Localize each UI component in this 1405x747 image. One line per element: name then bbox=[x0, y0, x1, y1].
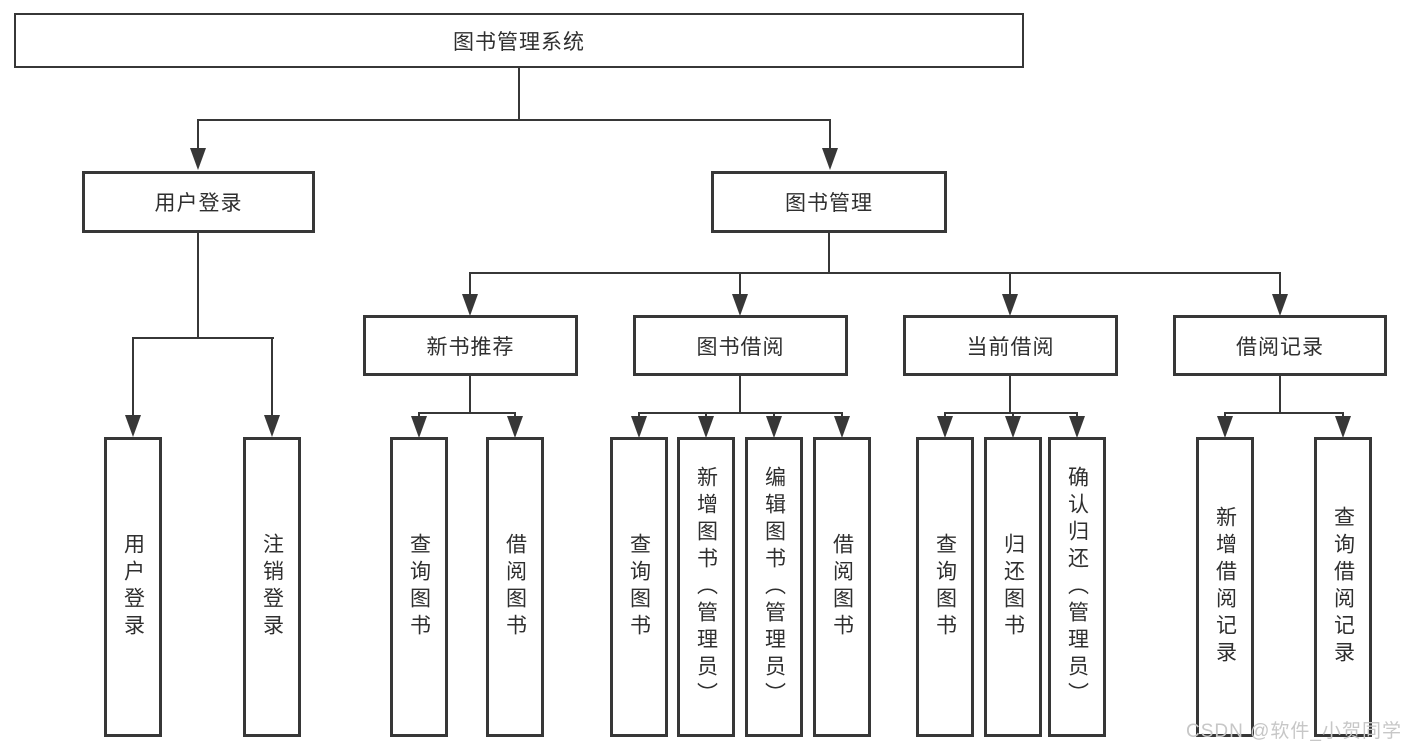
node-new-book-recommend-label: 新书推荐 bbox=[426, 335, 515, 359]
arrow-down-icon bbox=[125, 415, 141, 437]
arrow-down-icon bbox=[462, 294, 478, 316]
arrow-down-icon bbox=[937, 416, 953, 438]
leaf-query-books-recommend-label: 查询图书 bbox=[407, 533, 431, 641]
connector-line bbox=[1279, 272, 1281, 296]
connector-line bbox=[1279, 376, 1281, 412]
arrow-down-icon bbox=[822, 148, 838, 170]
connector-line bbox=[739, 272, 741, 296]
arrow-down-icon bbox=[1069, 416, 1085, 438]
leaf-return-books-label: 归还图书 bbox=[1001, 533, 1025, 641]
leaf-query-books-current-label: 查询图书 bbox=[933, 533, 957, 641]
node-book-borrowing: 图书借阅 bbox=[633, 315, 848, 376]
connector-line bbox=[841, 412, 843, 418]
leaf-logout: 注销登录 bbox=[243, 437, 301, 737]
connector-line bbox=[1009, 376, 1011, 412]
leaf-add-books-admin-label: 新增图书（管理员） bbox=[694, 465, 718, 709]
arrow-down-icon bbox=[834, 416, 850, 438]
arrow-down-icon bbox=[1002, 294, 1018, 316]
connector-line bbox=[638, 412, 843, 414]
leaf-confirm-return-admin: 确认归还（管理员） bbox=[1048, 437, 1106, 737]
connector-line bbox=[469, 272, 471, 296]
connector-line bbox=[773, 412, 775, 418]
node-current-borrowing-label: 当前借阅 bbox=[966, 335, 1055, 359]
connector-line bbox=[1012, 412, 1014, 418]
connector-line bbox=[1224, 412, 1344, 414]
arrow-down-icon bbox=[1005, 416, 1021, 438]
connector-line bbox=[469, 272, 1281, 274]
arrow-down-icon bbox=[1272, 294, 1288, 316]
connector-line bbox=[132, 337, 134, 417]
connector-line bbox=[197, 119, 831, 121]
connector-line bbox=[739, 376, 741, 412]
connector-line bbox=[705, 412, 707, 418]
arrow-down-icon bbox=[698, 416, 714, 438]
node-book-management-label: 图书管理 bbox=[785, 192, 873, 215]
node-borrowing-records-label: 借阅记录 bbox=[1236, 335, 1324, 359]
node-borrowing-records: 借阅记录 bbox=[1173, 315, 1387, 376]
leaf-edit-books-admin: 编辑图书（管理员） bbox=[745, 437, 803, 737]
leaf-add-borrow-record: 新增借阅记录 bbox=[1196, 437, 1254, 737]
connector-line bbox=[638, 412, 640, 418]
leaf-add-books-admin: 新增图书（管理员） bbox=[677, 437, 735, 737]
arrow-down-icon bbox=[766, 416, 782, 438]
connector-line bbox=[1009, 272, 1011, 296]
leaf-borrow-books-label: 借阅图书 bbox=[830, 533, 854, 641]
leaf-user-login-label: 用户登录 bbox=[121, 533, 145, 641]
connector-line bbox=[1224, 412, 1226, 418]
leaf-logout-label: 注销登录 bbox=[260, 533, 284, 641]
arrow-down-icon bbox=[732, 294, 748, 316]
leaf-query-borrow-record-label: 查询借阅记录 bbox=[1331, 506, 1355, 668]
csdn-watermark: CSDN @软件_小贺同学 bbox=[1186, 721, 1402, 742]
node-user-login-label: 用户登录 bbox=[154, 192, 243, 215]
node-book-borrowing-label: 图书借阅 bbox=[696, 335, 785, 359]
connector-line bbox=[944, 412, 1078, 414]
node-new-book-recommend: 新书推荐 bbox=[363, 315, 578, 376]
arrow-down-icon bbox=[190, 148, 206, 170]
node-library-system: 图书管理系统 bbox=[14, 13, 1024, 68]
connector-line bbox=[1076, 412, 1078, 418]
leaf-query-books-recommend: 查询图书 bbox=[390, 437, 448, 737]
connector-line bbox=[828, 233, 830, 272]
leaf-user-login: 用户登录 bbox=[104, 437, 162, 737]
connector-line bbox=[1342, 412, 1344, 418]
connector-line bbox=[518, 68, 520, 119]
connector-line bbox=[829, 119, 831, 150]
leaf-borrow-books-recommend-label: 借阅图书 bbox=[503, 533, 527, 641]
node-book-management: 图书管理 bbox=[711, 171, 947, 233]
connector-line bbox=[944, 412, 946, 418]
node-current-borrowing: 当前借阅 bbox=[903, 315, 1118, 376]
connector-line bbox=[418, 412, 516, 414]
arrow-down-icon bbox=[631, 416, 647, 438]
leaf-borrow-books-recommend: 借阅图书 bbox=[486, 437, 544, 737]
connector-line bbox=[514, 412, 516, 418]
leaf-return-books: 归还图书 bbox=[984, 437, 1042, 737]
leaf-query-books-borrowing-label: 查询图书 bbox=[627, 533, 651, 641]
leaf-query-books-borrowing: 查询图书 bbox=[610, 437, 668, 737]
leaf-confirm-return-admin-label: 确认归还（管理员） bbox=[1065, 465, 1089, 709]
connector-line bbox=[197, 233, 199, 337]
leaf-query-borrow-record: 查询借阅记录 bbox=[1314, 437, 1372, 737]
arrow-down-icon bbox=[264, 415, 280, 437]
arrow-down-icon bbox=[1335, 416, 1351, 438]
leaf-edit-books-admin-label: 编辑图书（管理员） bbox=[762, 465, 786, 709]
leaf-borrow-books: 借阅图书 bbox=[813, 437, 871, 737]
connector-line bbox=[271, 337, 273, 417]
connector-line bbox=[197, 119, 199, 150]
leaf-add-borrow-record-label: 新增借阅记录 bbox=[1213, 506, 1237, 668]
arrow-down-icon bbox=[411, 416, 427, 438]
connector-line bbox=[469, 376, 471, 412]
node-user-login: 用户登录 bbox=[82, 171, 315, 233]
connector-line bbox=[132, 337, 274, 339]
arrow-down-icon bbox=[1217, 416, 1233, 438]
node-library-system-label: 图书管理系统 bbox=[453, 30, 585, 54]
leaf-query-books-current: 查询图书 bbox=[916, 437, 974, 737]
arrow-down-icon bbox=[507, 416, 523, 438]
connector-line bbox=[418, 412, 420, 418]
